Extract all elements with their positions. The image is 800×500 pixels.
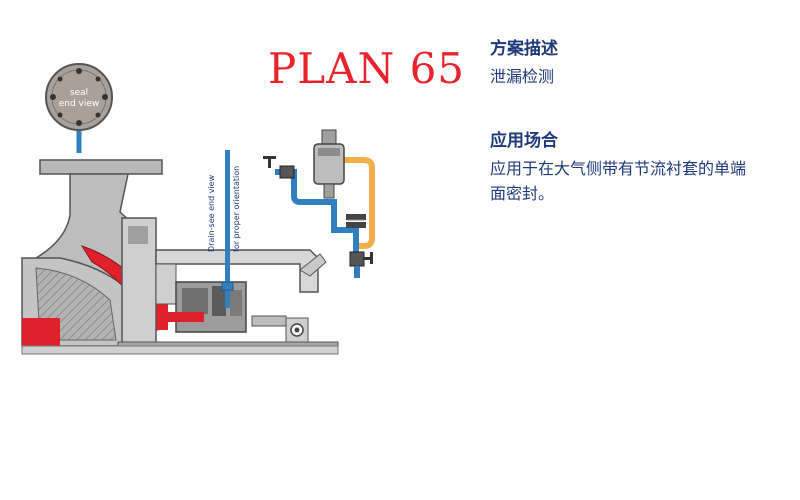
application-section: 应用场合 应用于在大气侧带有节流衬套的单端面密封。 bbox=[490, 130, 780, 206]
scheme-description-section: 方案描述 泄漏检测 bbox=[490, 38, 780, 89]
application-heading: 应用场合 bbox=[490, 131, 558, 151]
drain-line: Drain-see end view for proper orientatio… bbox=[207, 150, 241, 308]
vent-valve-icon bbox=[263, 156, 295, 179]
scheme-description-text: 泄漏检测 bbox=[490, 67, 555, 86]
leak-detection-piping bbox=[263, 129, 375, 278]
seal-end-view-disc: seal end view bbox=[45, 63, 113, 153]
scheme-description-heading: 方案描述 bbox=[490, 39, 558, 59]
drain-note-line1: Drain-see end view bbox=[207, 174, 216, 252]
plan-title: PLAN 65 bbox=[268, 44, 466, 93]
drain-note-line2: for proper orientation bbox=[232, 166, 241, 252]
drain-valve-icon bbox=[349, 251, 373, 278]
end-view-label: end view bbox=[59, 99, 100, 109]
seal-label: seal bbox=[70, 88, 88, 98]
pump-housing bbox=[21, 159, 339, 355]
orifice-flange-icon bbox=[346, 214, 366, 228]
application-text: 应用于在大气侧带有节流衬套的单端面密封。 bbox=[490, 159, 747, 203]
level-switch-pot-icon bbox=[313, 129, 345, 199]
